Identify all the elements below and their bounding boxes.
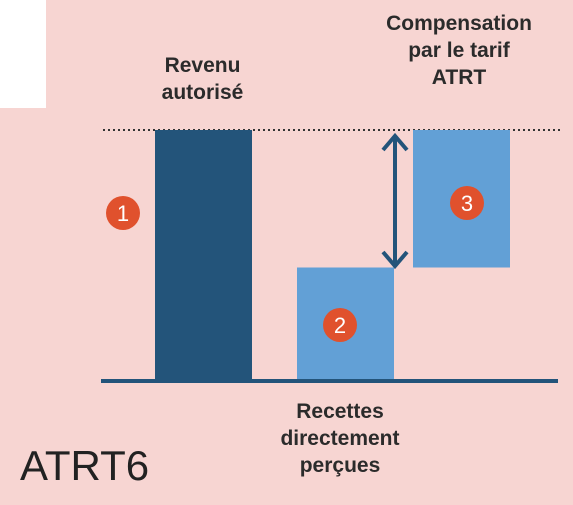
badge-1: 1: [106, 196, 140, 230]
badge-number: 2: [334, 313, 346, 338]
double-arrow: [381, 132, 409, 270]
badge-circle: [450, 186, 484, 220]
bar-label-compensation: Compensation par le tarif ATRT: [386, 12, 532, 89]
badge-number: 1: [117, 201, 129, 226]
badge-circle: [323, 308, 357, 342]
badge-circle: [106, 196, 140, 230]
chart-background-left: [0, 108, 50, 505]
bar-label-recettes: Recettes directement perçues: [280, 400, 400, 477]
bar-1: [155, 130, 252, 380]
footer-label: ATRT6: [20, 442, 150, 489]
badge-number: 3: [461, 191, 473, 216]
badge-2: 2: [323, 308, 357, 342]
bar-label-revenu-autorise: Revenu autorisé: [161, 54, 244, 104]
badge-3: 3: [450, 186, 484, 220]
